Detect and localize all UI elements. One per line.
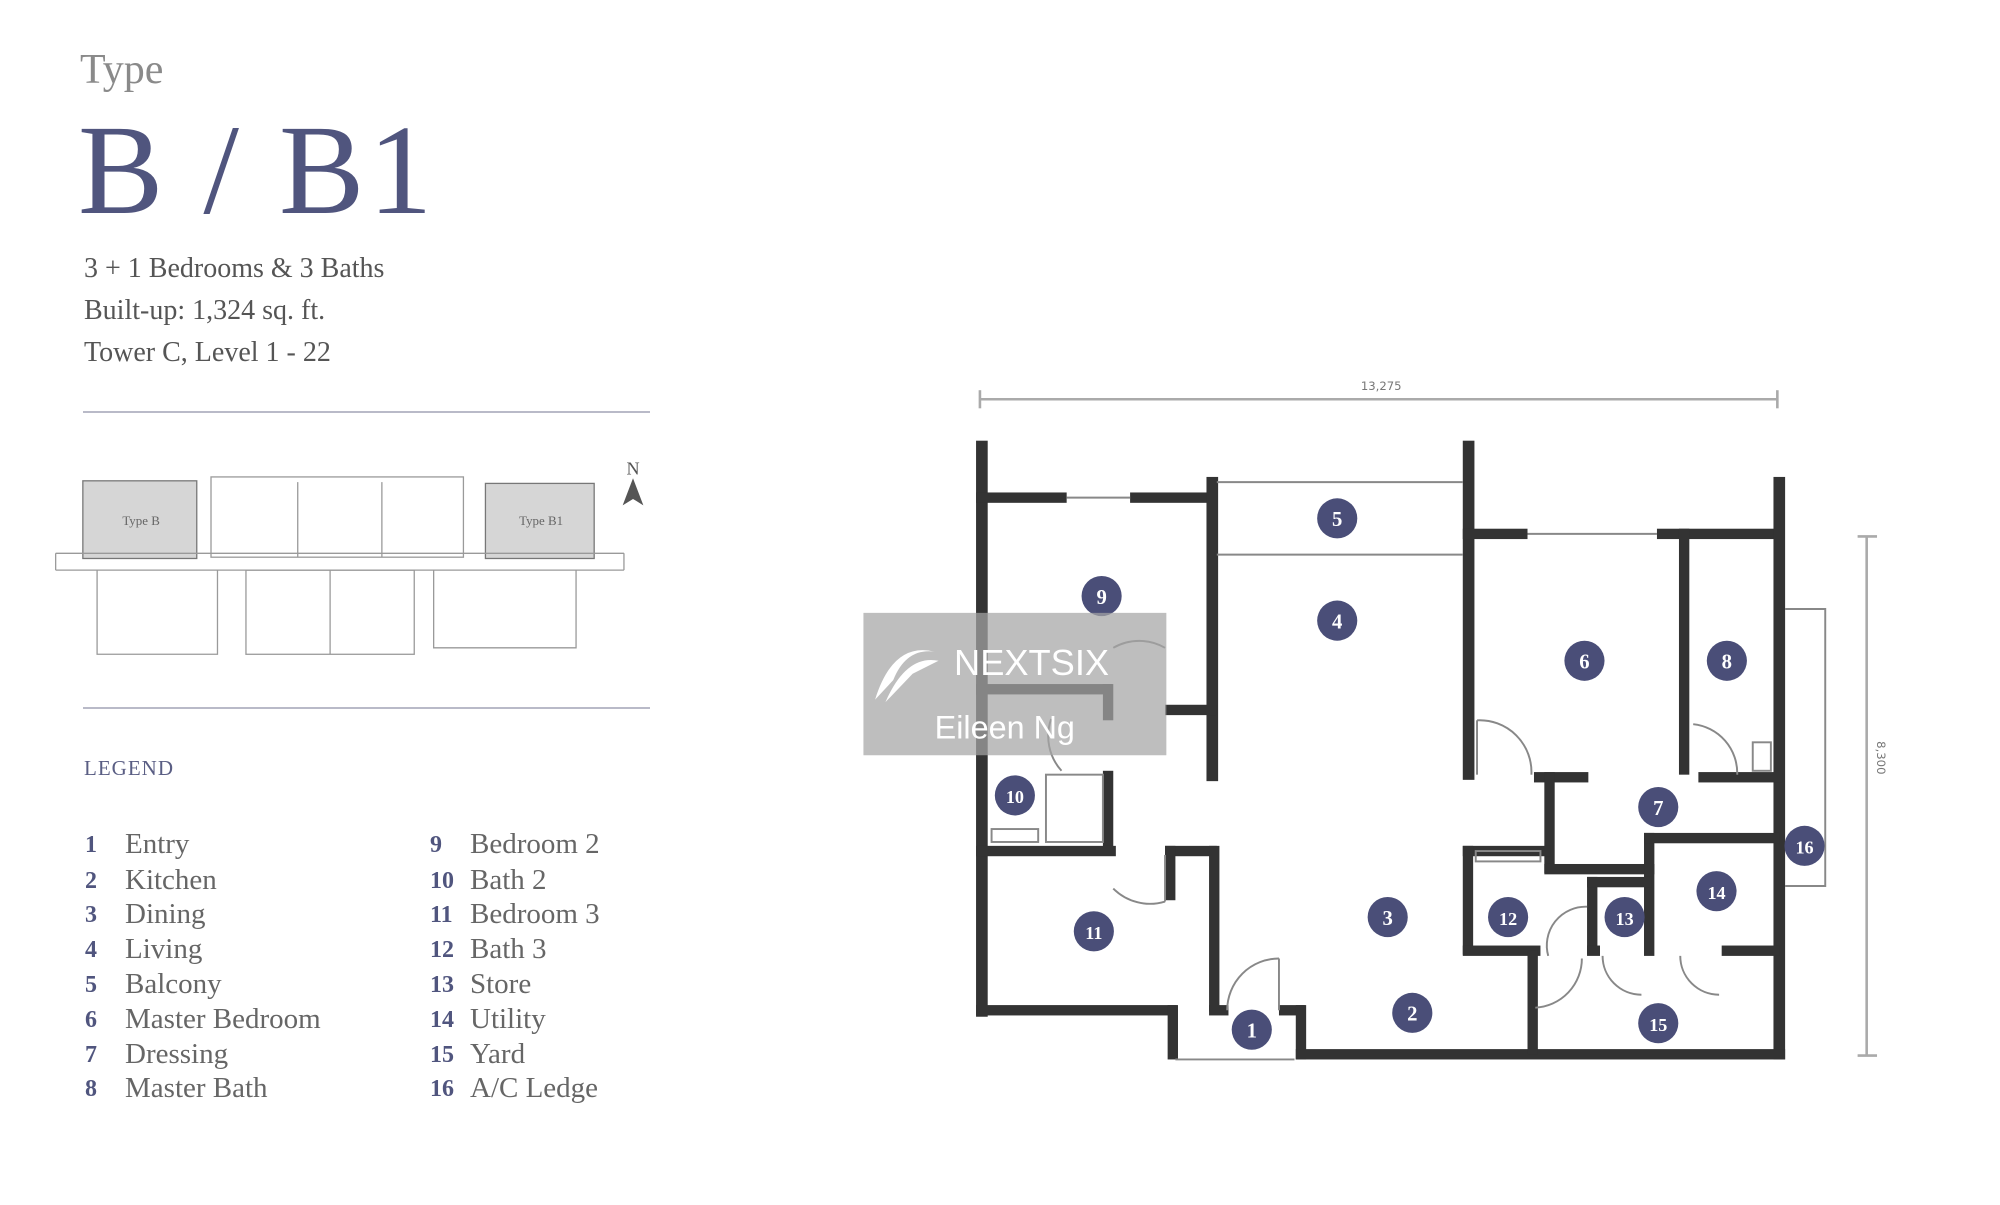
key-plan-type-b-label: Type B <box>122 513 160 528</box>
legend-item-label: Master Bedroom <box>125 1003 321 1035</box>
room-marker <box>1638 786 1679 828</box>
legend-title: LEGEND <box>84 756 174 780</box>
dimension-lines <box>978 390 1878 1057</box>
key-plan-unit-b <box>82 480 198 560</box>
width-dimension: 13,275 <box>1361 379 1402 393</box>
room-marker-number: 13 <box>1616 909 1634 929</box>
watermark-background <box>863 612 1167 756</box>
room-marker-number: 5 <box>1332 509 1342 531</box>
tower-level: Tower C, Level 1 - 22 <box>84 337 331 368</box>
key-plan-block <box>210 476 465 558</box>
type-label: Type <box>80 47 164 93</box>
room-marker-number: 12 <box>1499 909 1517 929</box>
room-marker-number: 7 <box>1653 798 1663 820</box>
legend-item-number: 9 <box>430 832 442 858</box>
legend-item-label: Yard <box>470 1038 526 1070</box>
room-marker-number: 10 <box>1006 787 1024 807</box>
legend-item-number: 7 <box>85 1042 97 1068</box>
divider-top <box>83 411 650 413</box>
north-label: N <box>626 458 639 478</box>
legend-item-label: Living <box>125 933 203 965</box>
legend-item-label: Utility <box>470 1003 546 1035</box>
room-marker <box>1696 871 1737 912</box>
room-marker-number: 14 <box>1707 883 1725 903</box>
legend-item-number: 4 <box>85 937 97 963</box>
room-marker-number: 8 <box>1722 652 1732 674</box>
room-marker <box>1231 1009 1272 1050</box>
room-marker <box>1317 600 1358 641</box>
room-marker-number: 6 <box>1579 652 1589 674</box>
legend-item-label: Dining <box>125 898 206 930</box>
room-marker <box>1638 1003 1679 1044</box>
room-marker <box>1392 992 1433 1033</box>
legend-item-number: 12 <box>430 937 454 963</box>
legend-item-number: 11 <box>430 902 453 928</box>
room-marker-number: 4 <box>1332 611 1342 633</box>
room-marker-number: 11 <box>1085 923 1102 943</box>
legend-item-label: Bath 2 <box>470 864 547 896</box>
north-arrow-icon <box>622 478 644 506</box>
built-up-area: Built-up: 1,324 sq. ft. <box>84 295 326 326</box>
room-marker <box>1564 640 1605 681</box>
watermark-brand: NEXTSIX <box>954 642 1109 683</box>
room-marker <box>1081 575 1122 617</box>
legend-item-label: Bedroom 2 <box>470 828 600 860</box>
floor-plan-details <box>990 481 1827 1061</box>
legend-item-label: Master Bath <box>125 1072 268 1104</box>
room-marker-number: 1 <box>1247 1020 1257 1042</box>
legend-item-label: A/C Ledge <box>470 1072 599 1104</box>
room-marker <box>1784 825 1825 866</box>
room-marker <box>994 775 1035 816</box>
legend-item-number: 6 <box>85 1007 97 1033</box>
legend-item-label: Bath 3 <box>470 933 547 965</box>
room-marker-number: 9 <box>1096 587 1106 609</box>
room-marker-number: 15 <box>1649 1015 1667 1035</box>
legend-item-label: Kitchen <box>125 864 217 896</box>
legend-item-number: 5 <box>85 972 97 998</box>
room-marker-number: 16 <box>1795 838 1813 858</box>
legend-item-label: Dressing <box>125 1038 229 1070</box>
legend-item-number: 13 <box>430 972 454 998</box>
nextsix-logo-icon <box>875 650 939 703</box>
legend-item-number: 16 <box>430 1076 454 1102</box>
room-marker <box>1073 911 1114 952</box>
legend-item-number: 1 <box>85 832 97 858</box>
watermark: NEXTSIX Eileen Ng <box>863 612 1167 756</box>
room-marker-number: 2 <box>1407 1004 1417 1026</box>
legend-item-label: Entry <box>125 828 190 860</box>
key-plan-unit-b1 <box>484 482 595 560</box>
legend-item-label: Store <box>470 968 532 1000</box>
unit-type-title: B / B1 <box>78 99 437 241</box>
room-marker <box>1488 896 1529 938</box>
legend-item-label: Bedroom 3 <box>470 898 600 930</box>
legend-item-number: 15 <box>430 1042 454 1068</box>
watermark-agent: Eileen Ng <box>935 709 1075 745</box>
room-marker-number: 3 <box>1383 908 1393 930</box>
bedrooms-baths: 3 + 1 Bedrooms & 3 Baths <box>84 253 385 284</box>
legend-item-number: 3 <box>85 902 97 928</box>
legend-item-number: 2 <box>85 868 97 894</box>
legend-item-number: 14 <box>430 1007 454 1033</box>
room-marker <box>1317 498 1358 539</box>
divider-bottom <box>83 707 650 709</box>
legend-item-label: Balcony <box>125 968 222 1000</box>
room-marker <box>1367 896 1408 938</box>
room-marker <box>1706 640 1747 681</box>
legend-item-number: 10 <box>430 868 454 894</box>
key-plan-type-b1-label: Type B1 <box>519 513 563 528</box>
key-plan: Type B Type B1 N <box>55 458 644 655</box>
room-marker <box>1604 896 1645 938</box>
legend-item-number: 8 <box>85 1076 97 1102</box>
depth-dimension: 8,300 <box>1874 741 1888 774</box>
